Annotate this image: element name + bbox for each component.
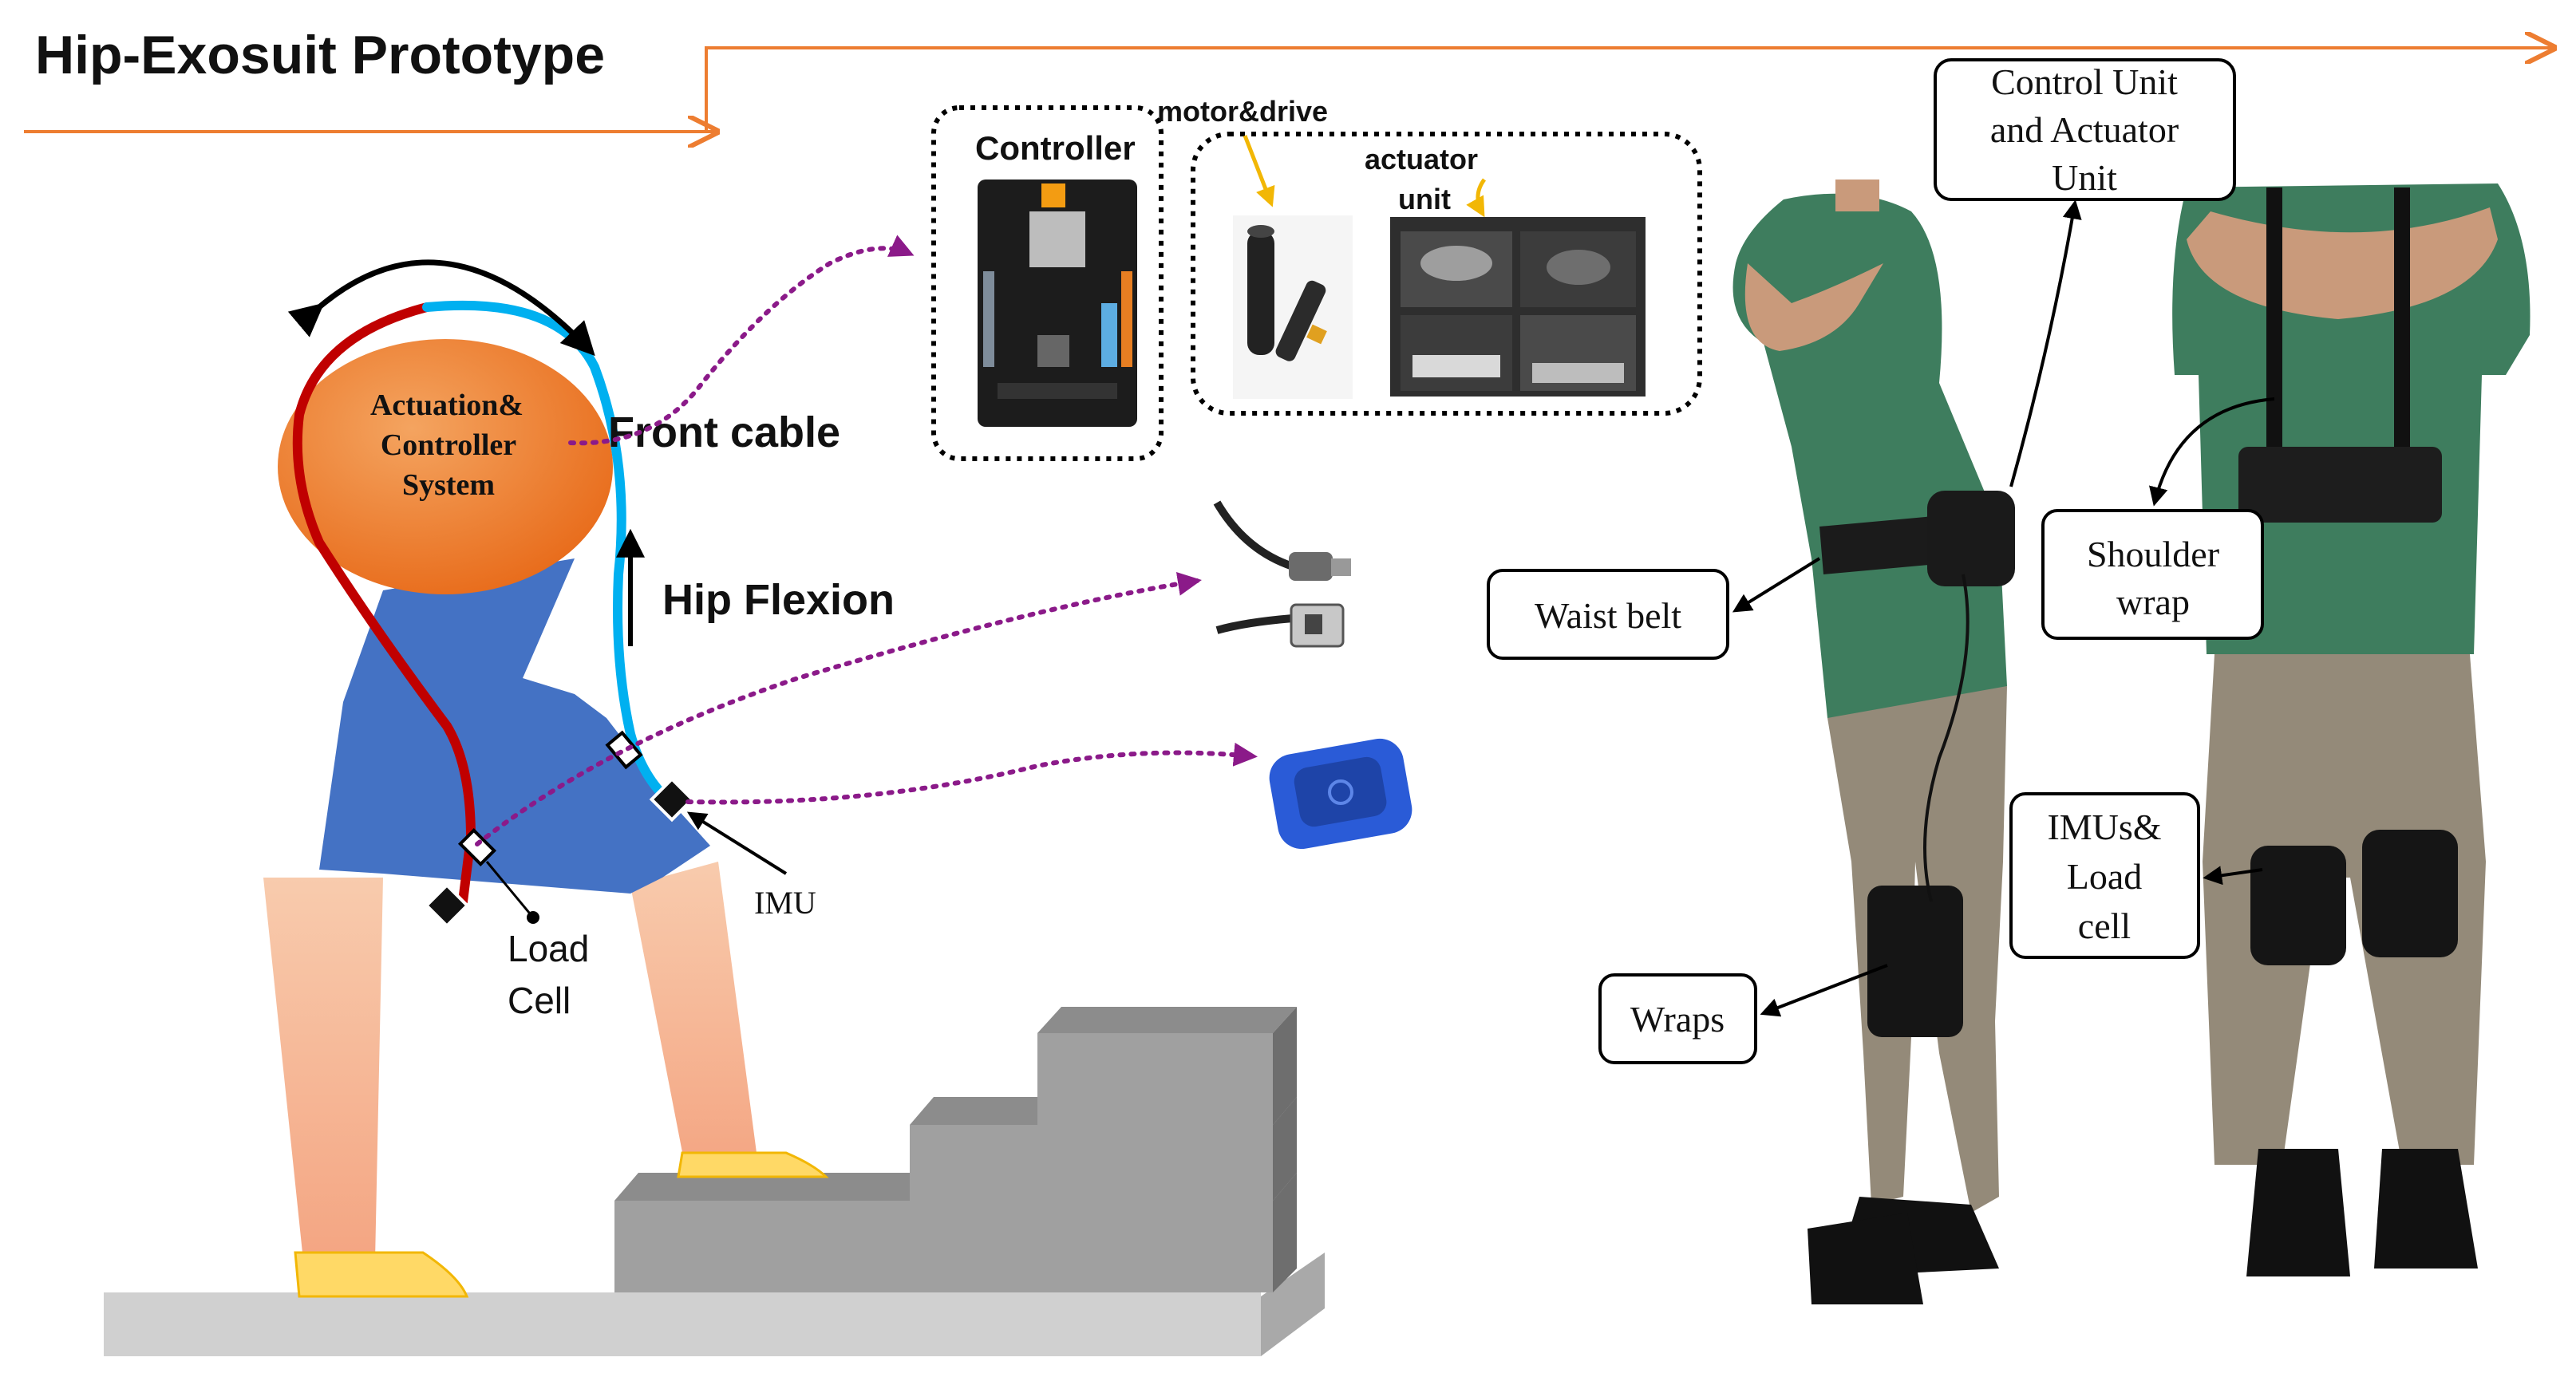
side-pants [1827,686,2007,1213]
component-photos: Controller motor&drive actuator unit [931,95,1702,850]
left-schematic: Actuation& Controller System Front cable… [104,235,1325,1356]
imu-sensor-photo [1269,738,1412,850]
front-waist-belt [2238,447,2442,523]
callout-shoulder-wrap-box [2041,509,2264,640]
front-strap-left [2266,187,2282,467]
load-cell-label-line-2: Cell [508,980,571,1021]
link-imu-to-sensor [685,742,1258,805]
callout-waist-belt-label: Waist belt [1535,595,1681,636]
system-label-line-3: System [402,468,495,502]
actuator-unit-pointer [1466,178,1487,218]
callout-wraps-arrow [1760,964,1888,1017]
callout-imus-load-cell-box [2009,792,2200,959]
load-cell-label-line-1: Load [508,928,589,969]
imu-front [649,776,695,823]
controller-label: Controller [975,129,1136,167]
actuation-controller-system [278,339,613,594]
callout-control-actuator-arrow [2009,199,2082,487]
callout-imus-load-cell-line-3: cell [2078,906,2131,946]
rear-shoe [294,1251,469,1298]
callout-control-actuator-line-2: and Actuator [1990,109,2179,150]
callout-shoulder-wrap-line-1: Shoulder [2087,534,2219,574]
motor-actuator-frame [1191,132,1702,416]
imu-pointer [686,811,788,875]
actuator-unit-photo [1390,217,1646,397]
actuator-unit-label-line-2: unit [1398,183,1451,215]
callout-imus-load-cell-line-2: Load [2067,856,2143,897]
motor-drive-pointer [1243,135,1275,207]
callout-waist-belt-box [1487,569,1729,660]
front-strap-right [2394,187,2410,467]
rotation-arrow [287,259,595,357]
side-neck [1835,180,1879,211]
side-arm [1744,263,1883,351]
hip-flexion-label: Hip Flexion [662,576,895,624]
front-leg [630,862,758,1173]
link-system-to-controller [568,235,915,446]
figure-title: Hip-Exosuit Prototype [35,25,605,85]
callout-wraps-label: Wraps [1630,999,1725,1040]
side-cable [1923,574,1970,902]
imu-label: IMU [754,885,816,921]
callout-waist-belt-arrow [1732,557,1821,613]
torso-shorts [319,558,710,894]
rear-cable [292,302,476,906]
motor-drive-photo [1233,215,1353,399]
load-cell-pointer-dot [527,911,539,924]
front-shoe [677,1151,829,1178]
system-label-line-2: Controller [381,428,516,462]
link-loadcell-to-connector [475,571,1202,846]
callouts: Control Unit and Actuator Unit Waist bel… [1487,58,2275,1064]
front-pants [2203,654,2486,1165]
load-cell-pointer [485,861,535,918]
callout-imus-load-cell-line-1: IMUs& [2047,807,2161,847]
stairs [614,1007,1297,1292]
callout-control-actuator-line-3: Unit [2052,157,2117,198]
load-cell-connector-photo [1213,500,1351,648]
system-label-line-1: Actuation& [370,389,523,422]
side-shoe-back [1808,1213,1923,1304]
imu-rear [424,882,470,929]
front-knee-wrap-right [2362,830,2458,957]
front-cable-label: Front cable [608,408,840,456]
rear-leg [263,878,383,1261]
load-cell-front [605,730,643,770]
callout-imus-load-cell-arrow [2203,866,2263,886]
front-shoe-right [2374,1149,2478,1268]
front-arms-crossed [2187,207,2498,319]
motor-drive-label: motor&drive [1157,95,1328,128]
ground-top [104,1292,1261,1356]
front-shoe-left [2246,1149,2350,1276]
callout-wraps-box [1598,973,1757,1064]
title-top-line-arrow [705,48,2554,132]
load-cell-rear [457,827,497,867]
person-side-view [1732,180,2015,1304]
front-knee-wrap-left [2250,846,2346,965]
actuator-unit-label-line-1: actuator [1365,143,1478,176]
callout-shoulder-wrap-line-2: wrap [2116,582,2190,622]
ground-side [1261,1253,1325,1356]
callout-control-actuator-line-1: Control Unit [1991,61,2178,102]
person-front-view [2172,183,2531,1276]
side-knee-wrap [1867,886,1963,1037]
side-control-unit [1927,491,2015,586]
callout-control-actuator-box [1934,58,2236,201]
controller-board-photo [978,180,1137,427]
callout-shoulder-wrap-arrow [2149,397,2275,507]
